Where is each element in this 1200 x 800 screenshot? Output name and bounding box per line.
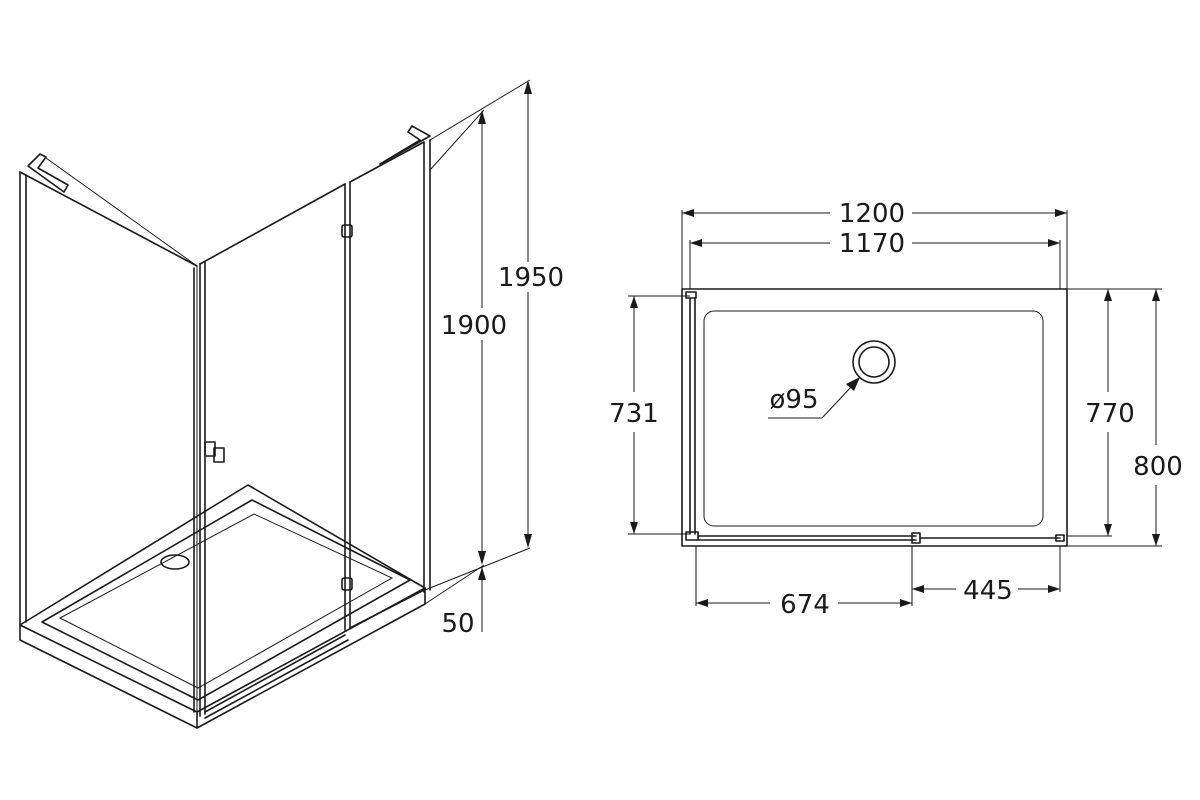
hinge-icon xyxy=(341,224,353,238)
dim-door-width: 445 xyxy=(963,576,1013,606)
side-panel xyxy=(19,153,198,713)
fixed-front-panel xyxy=(349,125,431,629)
bottom-dimensions xyxy=(695,546,1061,607)
door-panel xyxy=(199,181,353,719)
dim-outer-width: 1200 xyxy=(839,199,905,229)
dim-side-depth: 731 xyxy=(609,399,659,429)
door-handle-icon xyxy=(204,441,225,463)
glass-profiles xyxy=(685,291,1065,544)
drain-icon xyxy=(852,340,896,384)
perspective-view: 1950 1900 50 xyxy=(19,79,564,729)
basin-outline xyxy=(703,310,1044,527)
drain-leader xyxy=(768,377,860,419)
drain-icon xyxy=(160,554,190,570)
plan-view: 1200 1170 731 770 800 xyxy=(609,199,1183,620)
shower-tray xyxy=(19,484,426,729)
dim-inner-depth: 770 xyxy=(1085,399,1135,429)
hinge-icon xyxy=(341,577,353,591)
tray-outline xyxy=(681,288,1068,547)
dim-fixed-panel: 674 xyxy=(780,590,830,620)
dim-drain: ø95 xyxy=(770,385,819,415)
side-depth-dimension xyxy=(628,295,690,535)
dim-outer-depth: 800 xyxy=(1133,452,1183,482)
dim-panel-height: 1900 xyxy=(441,311,507,341)
dim-total-height: 1950 xyxy=(498,263,564,293)
height-dimensions xyxy=(424,79,532,632)
dim-tray-height: 50 xyxy=(441,609,474,639)
corner-profile xyxy=(193,261,206,717)
depth-dimensions xyxy=(1067,288,1162,547)
width-dimensions xyxy=(681,209,1068,289)
dim-inner-width: 1170 xyxy=(839,229,905,259)
